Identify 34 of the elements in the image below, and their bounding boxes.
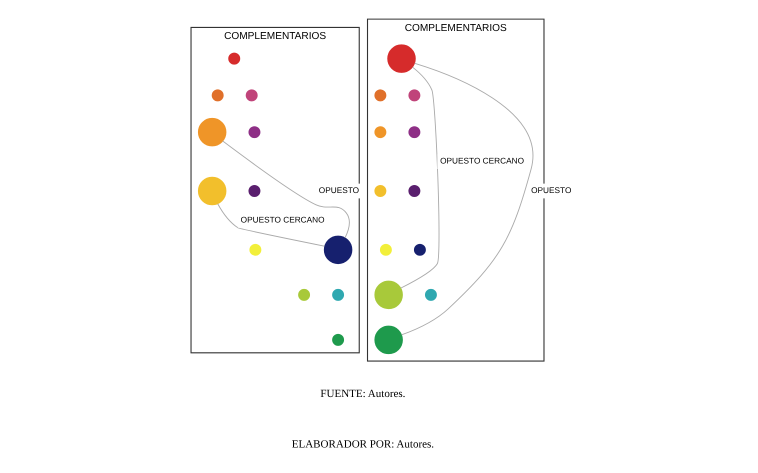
node-circle xyxy=(198,176,226,206)
node-circle xyxy=(374,280,403,310)
node-circle xyxy=(374,185,386,197)
connector xyxy=(217,203,325,247)
label: FUENTE: Autores. xyxy=(320,388,406,400)
node-circle xyxy=(408,89,420,102)
edge-label: OPUESTO CERCANO xyxy=(440,156,524,166)
edge-label: OPUESTO CERCANO xyxy=(240,215,325,224)
node-circle xyxy=(408,185,420,197)
node-circle xyxy=(374,326,403,354)
node-circle xyxy=(374,126,386,138)
node-circle xyxy=(248,185,260,197)
node-circle xyxy=(408,126,420,138)
label: ELABORADOR POR: Autores. xyxy=(292,438,434,451)
node-circle xyxy=(212,89,224,102)
node-circle xyxy=(249,244,262,256)
node-circle xyxy=(332,334,344,346)
edge-label: OPUESTO xyxy=(531,186,572,196)
node-circle xyxy=(228,52,240,65)
node-circle xyxy=(374,89,386,102)
node-circle xyxy=(324,236,352,264)
node-circle xyxy=(246,89,258,102)
node-circle xyxy=(198,118,226,146)
node-circle xyxy=(414,244,426,256)
node-circle xyxy=(380,244,392,256)
node-circle xyxy=(248,126,260,138)
node-circle xyxy=(387,44,416,73)
connector xyxy=(400,66,440,289)
node-circle xyxy=(424,288,437,301)
node-circle xyxy=(332,288,344,301)
connector xyxy=(401,62,534,336)
connector xyxy=(222,140,350,238)
edge-label: OPUESTO xyxy=(318,186,360,196)
node-circle xyxy=(298,288,310,301)
